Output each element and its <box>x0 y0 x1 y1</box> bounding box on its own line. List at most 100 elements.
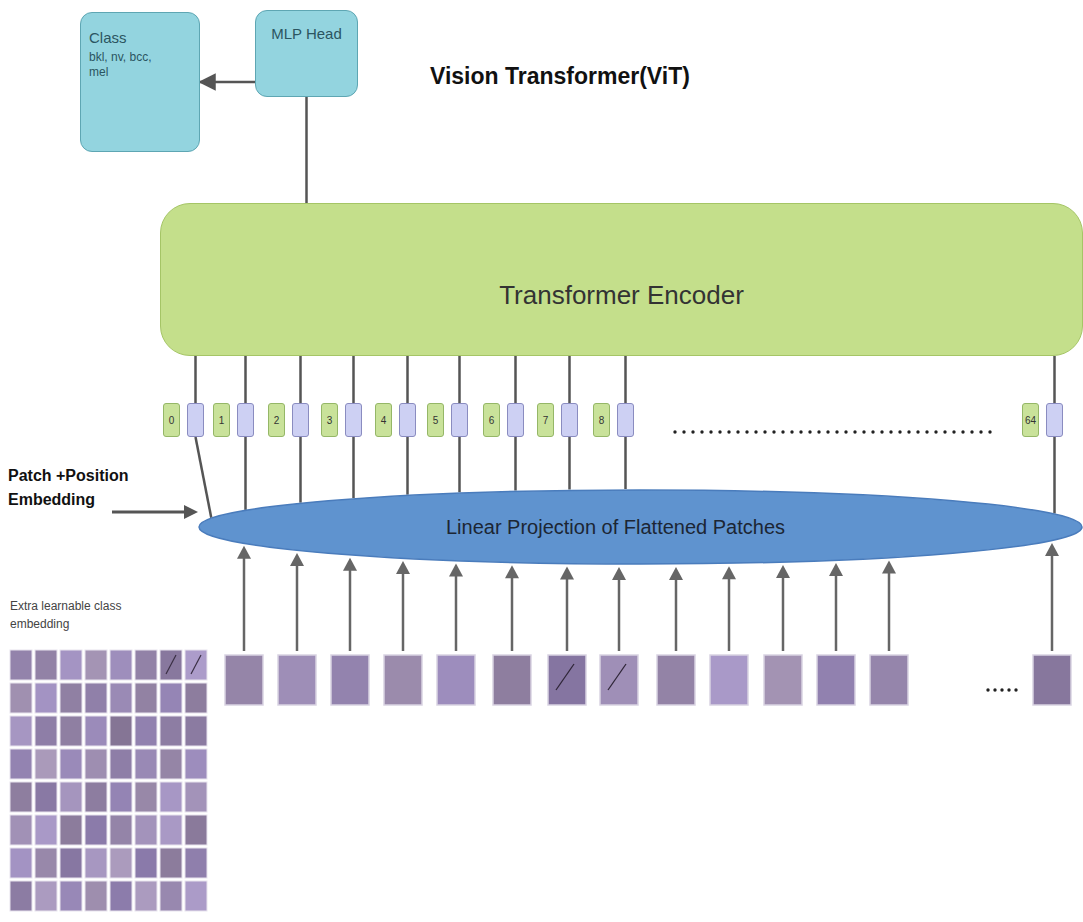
image-patch <box>85 782 107 812</box>
ellipsis-dot <box>993 688 996 691</box>
image-patch <box>135 749 157 779</box>
connector <box>568 356 571 403</box>
token-number: 7 <box>542 415 550 426</box>
patch-arrowhead <box>1045 543 1059 556</box>
image-patch <box>35 848 57 878</box>
token-pair: 6 <box>483 403 525 437</box>
image-patch <box>35 716 57 746</box>
image-patch <box>160 848 182 878</box>
image-patch <box>60 650 82 680</box>
ellipsis-dot <box>745 430 748 433</box>
patch-arrowhead <box>882 560 896 573</box>
ellipsis-dot <box>754 430 757 433</box>
image-patch <box>110 716 132 746</box>
encoder-label: Transformer Encoder <box>499 248 744 311</box>
image-patch <box>10 848 32 878</box>
token-pair: 1 <box>213 403 255 437</box>
patch-arrow <box>243 556 246 651</box>
patch-embedding <box>399 403 416 437</box>
image-patch <box>10 683 32 713</box>
connector <box>624 437 627 489</box>
image-patch <box>110 650 132 680</box>
image-patch <box>85 815 107 845</box>
ellipsis-dot <box>799 430 802 433</box>
flattened-patch <box>548 655 586 705</box>
connector <box>458 356 461 403</box>
image-patch <box>160 815 182 845</box>
connector <box>406 437 409 495</box>
projection-ellipse: Linear Projection of Flattened Patches <box>198 489 1083 565</box>
ellipsis-dot <box>871 430 874 433</box>
image-patch <box>185 782 207 812</box>
ellipsis-dot <box>853 430 856 433</box>
patch-embedding <box>292 403 309 437</box>
image-patch <box>185 815 207 845</box>
patch-arrowhead <box>343 558 357 571</box>
image-patch <box>110 749 132 779</box>
image-patch <box>35 683 57 713</box>
connector <box>514 356 517 403</box>
image-patch <box>60 782 82 812</box>
image-patch <box>110 782 132 812</box>
image-patch <box>160 782 182 812</box>
image-patch <box>160 716 182 746</box>
flattened-patch <box>331 655 369 705</box>
token-number: 3 <box>326 415 334 426</box>
ellipsis-dot <box>736 430 739 433</box>
image-patch <box>135 650 157 680</box>
position-embedding: 1 <box>213 403 230 437</box>
ellipsis-dot <box>682 430 685 433</box>
projection-label: Linear Projection of Flattened Patches <box>446 516 785 539</box>
patch-arrowhead <box>560 566 574 579</box>
image-patch <box>60 848 82 878</box>
image-patch <box>110 848 132 878</box>
image-patch <box>35 782 57 812</box>
ellipsis-dot <box>835 430 838 433</box>
patch-arrowhead <box>776 565 790 578</box>
image-patch <box>85 650 107 680</box>
image-patch <box>60 815 82 845</box>
image-patch <box>135 881 157 911</box>
patch-arrow <box>455 574 458 651</box>
image-patch <box>135 782 157 812</box>
patch-embedding <box>187 403 204 437</box>
image-patch <box>35 749 57 779</box>
token-number: 4 <box>380 415 388 426</box>
ellipsis-dot <box>673 430 676 433</box>
image-patch <box>185 683 207 713</box>
position-embedding: 64 <box>1022 403 1039 437</box>
patch-arrowhead <box>396 561 410 574</box>
ellipsis-dot <box>1000 688 1003 691</box>
token-pair: 7 <box>537 403 579 437</box>
mlp-head-box: MLP Head <box>255 10 358 97</box>
patch-embedding <box>561 403 578 437</box>
connector <box>1053 356 1056 403</box>
image-patch <box>185 848 207 878</box>
patch-arrow <box>618 577 621 651</box>
position-embedding: 2 <box>268 403 285 437</box>
patch-arrow <box>782 575 785 651</box>
patch-arrowhead <box>612 567 626 580</box>
ellipsis-dot <box>934 430 937 433</box>
image-patch <box>35 650 57 680</box>
patch-arrowhead <box>237 546 251 559</box>
position-embedding: 0 <box>163 403 180 437</box>
patch-arrowhead <box>829 563 843 576</box>
token-pair: 4 <box>375 403 417 437</box>
patch-arrowhead <box>722 566 736 579</box>
image-patch <box>185 650 207 680</box>
image-patch <box>110 881 132 911</box>
position-embedding: 8 <box>593 403 610 437</box>
box-heading: MLP Head <box>271 25 342 44</box>
connector <box>406 356 409 403</box>
flattened-patch <box>710 655 748 705</box>
patch-embedding <box>451 403 468 437</box>
image-patch <box>10 782 32 812</box>
ellipsis-dot <box>709 430 712 433</box>
connector <box>244 356 247 403</box>
connector <box>200 81 255 84</box>
flattened-patch <box>1033 655 1071 705</box>
hair-streak <box>556 664 574 690</box>
ellipsis-dot <box>781 430 784 433</box>
patch-arrowhead <box>505 565 519 578</box>
